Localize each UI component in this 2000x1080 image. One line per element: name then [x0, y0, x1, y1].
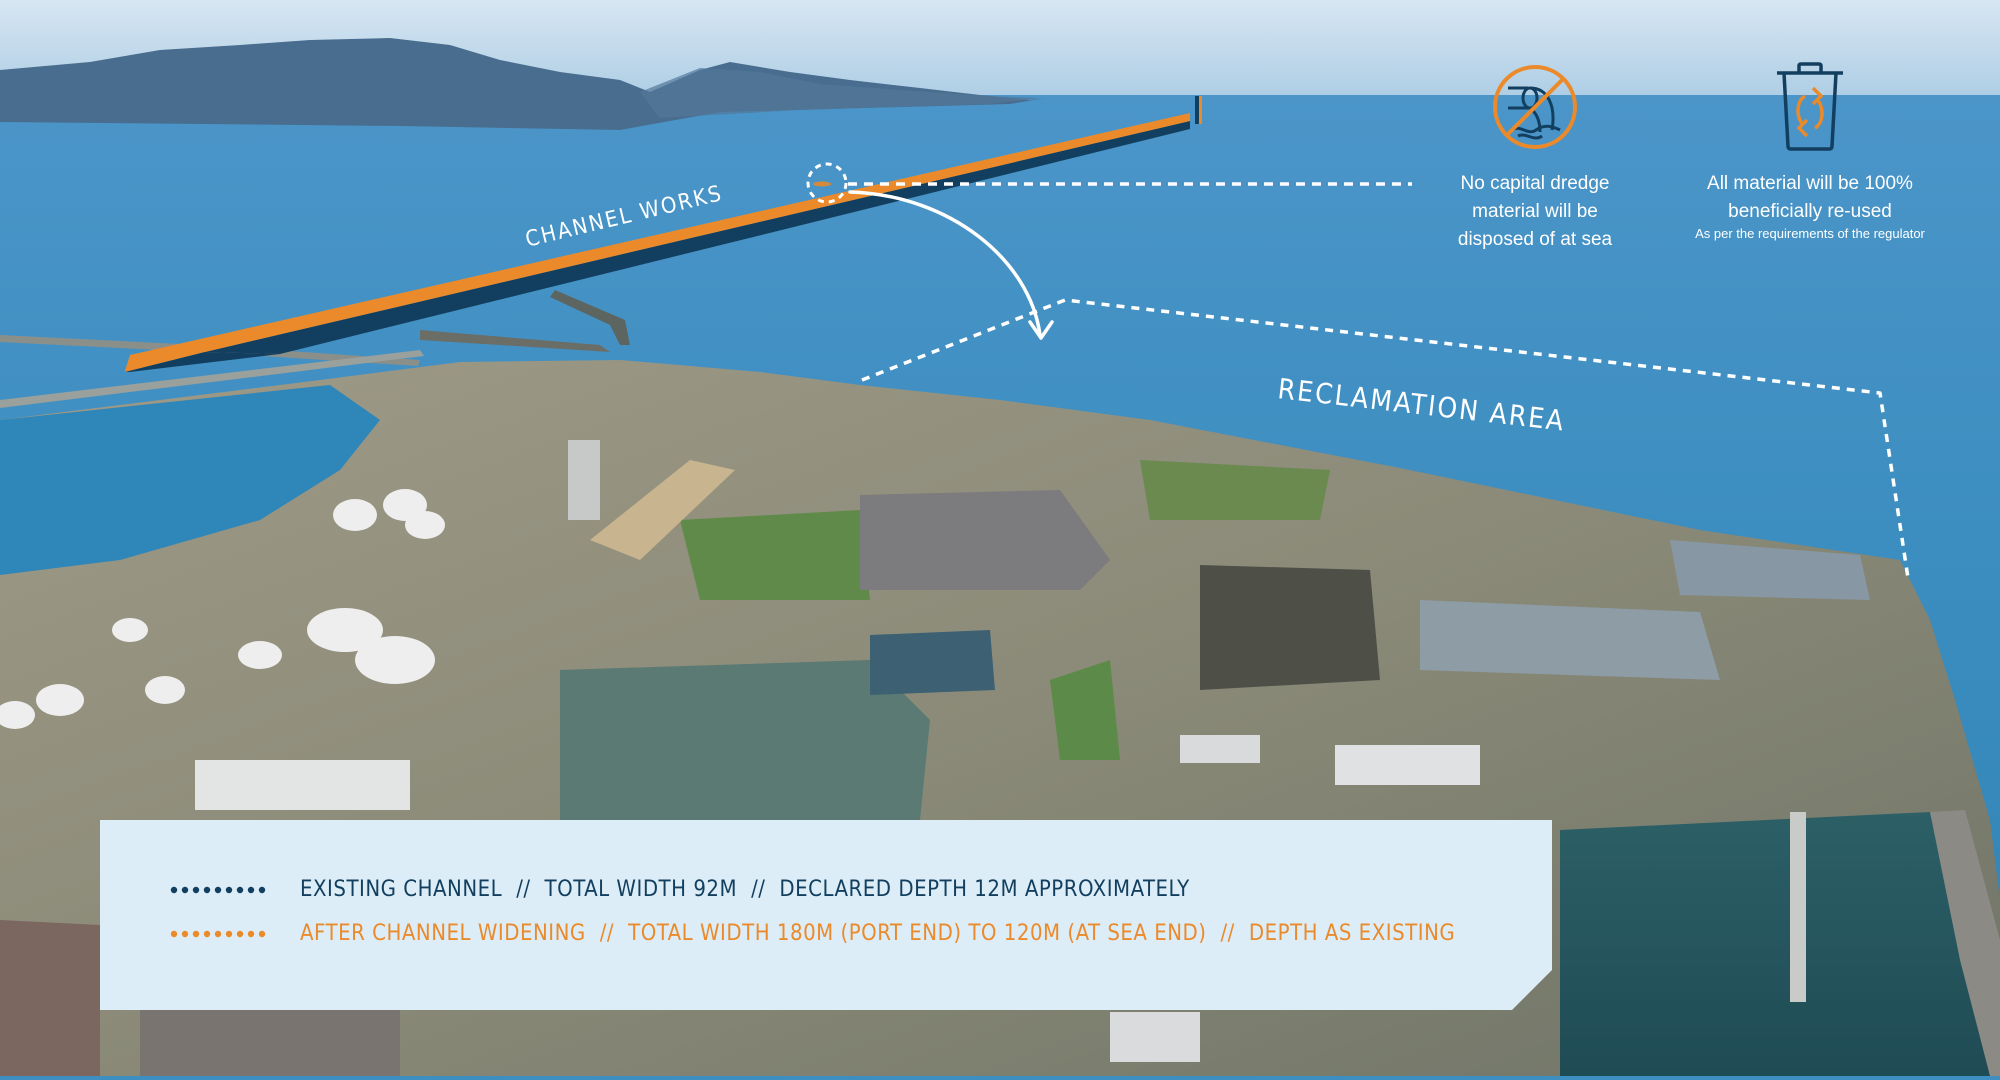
- legend-separator: //: [599, 921, 615, 946]
- legend-existing-name: EXISTING CHANNEL: [300, 877, 503, 902]
- recycle-bin-icon: [1777, 62, 1843, 151]
- info-line: disposed of at sea: [1457, 229, 1613, 250]
- legend-existing-depth: DECLARED DEPTH 12M APPROXIMATELY: [779, 877, 1190, 902]
- info-card-beneficial-reuse: All material will be 100% beneficially r…: [1660, 62, 1960, 242]
- info-line: All material will be 100%: [1707, 173, 1913, 194]
- legend-widening-name: AFTER CHANNEL WIDENING: [300, 921, 586, 946]
- info-line: material will be: [1472, 201, 1598, 222]
- info-line: No capital dredge: [1460, 173, 1610, 194]
- legend-existing-width: TOTAL WIDTH 92M: [544, 877, 738, 902]
- legend-widening-depth: DEPTH AS EXISTING: [1248, 921, 1456, 946]
- no-sea-disposal-icon: [1493, 65, 1577, 149]
- legend-separator: //: [751, 877, 766, 902]
- info-line: beneficially re-used: [1728, 201, 1892, 222]
- legend-separator: //: [516, 877, 531, 902]
- legend-row-existing-channel: EXISTING CHANNEL // TOTAL WIDTH 92M // D…: [170, 877, 1190, 902]
- channel-legend: EXISTING CHANNEL // TOTAL WIDTH 92M // D…: [100, 820, 1552, 1010]
- legend-widening-width: TOTAL WIDTH 180M (PORT END) TO 120M (AT …: [628, 921, 1207, 946]
- legend-row-after-widening: AFTER CHANNEL WIDENING // TOTAL WIDTH 18…: [170, 921, 1455, 946]
- legend-separator: //: [1220, 921, 1235, 946]
- orange-dotted-line-icon: [170, 930, 266, 937]
- navy-dotted-line-icon: [170, 886, 266, 893]
- info-card-no-sea-disposal: No capital dredge material will be dispo…: [1440, 62, 1630, 254]
- info-subtext: As per the requirements of the regulator: [1695, 226, 1925, 241]
